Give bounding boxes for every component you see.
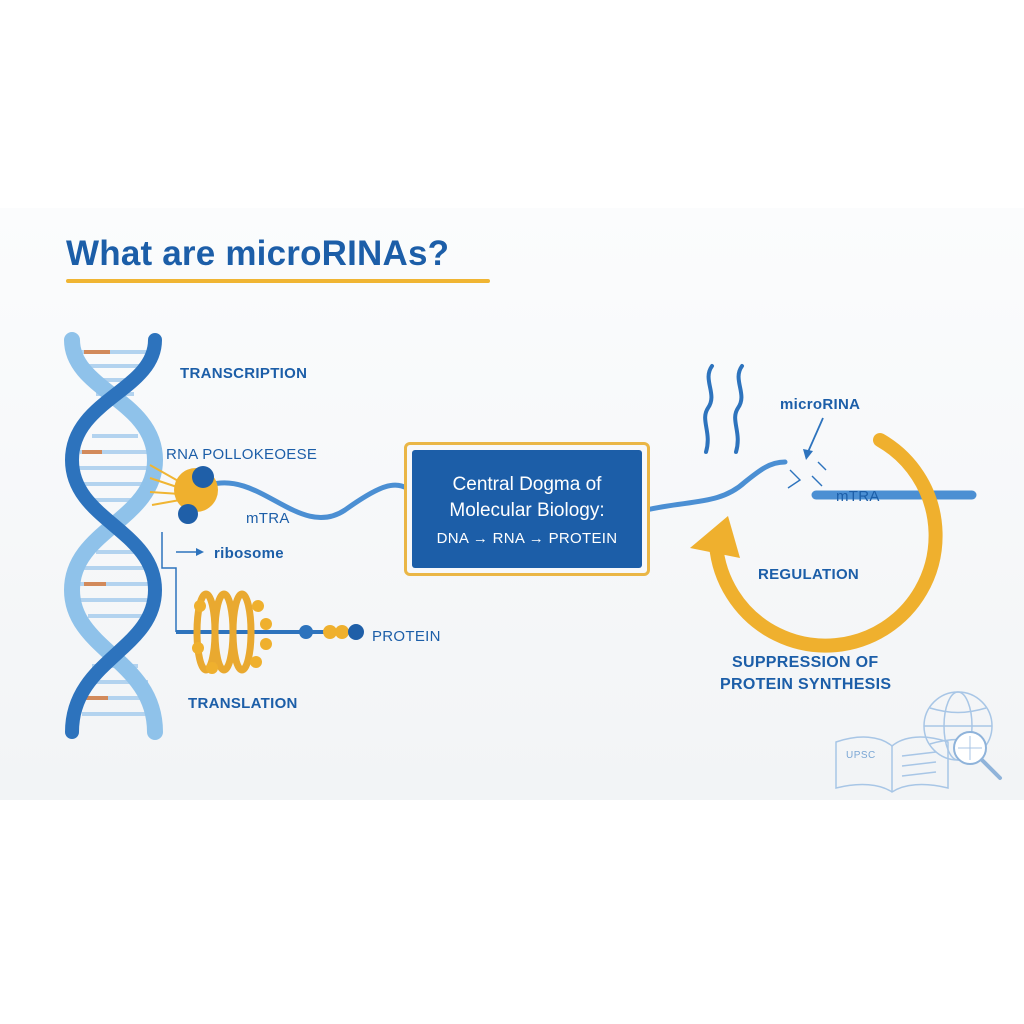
label-mrna-right: mTRA	[836, 488, 880, 505]
mrna-strand-left	[207, 480, 413, 520]
label-regulation: REGULATION	[758, 566, 860, 583]
label-protein: PROTEIN	[372, 628, 441, 645]
central-dogma-line2: Molecular Biology:	[449, 499, 605, 521]
central-dogma-line1: Central Dogma of	[452, 473, 602, 495]
connector-line	[161, 532, 177, 632]
label-transcription: TRANSCRIPTION	[180, 365, 308, 382]
page-title: What are microRINAs?	[66, 234, 450, 273]
regulation-arrow-icon	[690, 433, 943, 653]
label-translation: TRANSLATION	[188, 695, 298, 712]
mrna-strand-right	[643, 459, 788, 513]
title-underline	[66, 279, 490, 283]
magnifier-icon	[953, 731, 1002, 780]
central-dogma-line3: DNA → RNA → PROTEIN	[436, 529, 618, 547]
book-icon	[835, 736, 949, 793]
label-suppression-line1: SUPPRESSION OF	[732, 654, 879, 671]
label-rna-polymerase: RNA POLLOKEOESE	[166, 446, 318, 463]
label-mrna-left: mTRA	[246, 510, 290, 527]
label-ribosome: ribosome	[214, 545, 284, 562]
rna-polymerase-icon	[149, 464, 218, 524]
label-suppression-line2: PROTEIN SYNTHESIS	[720, 676, 892, 693]
protein-chain-icon	[299, 624, 364, 640]
label-microrna: microRINA	[780, 396, 861, 413]
ribosome-icon	[192, 590, 272, 674]
central-dogma-box-inner: Central Dogma of Molecular Biology: DNA …	[412, 450, 642, 568]
microrna-strands-icon	[703, 364, 744, 454]
dna-helix-icon	[63, 332, 164, 740]
logo-text: UPSC	[846, 750, 876, 761]
central-dogma-box: Central Dogma of Molecular Biology: DNA …	[404, 442, 650, 576]
